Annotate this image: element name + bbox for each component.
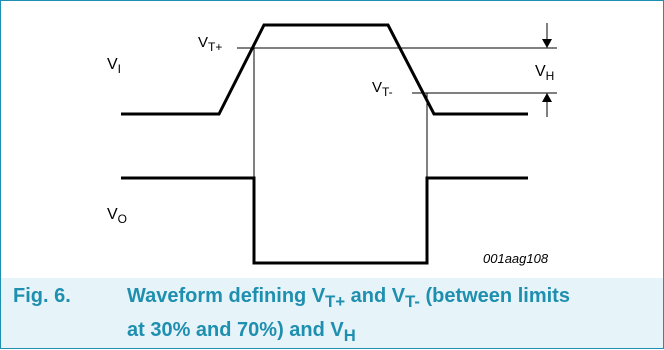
lower-threshold-label: VT- bbox=[372, 79, 393, 99]
figure-caption: Fig. 6.Waveform defining VT+ and VT- (be… bbox=[13, 282, 570, 350]
figure-number: Fig. 6. bbox=[13, 285, 71, 307]
output-signal-label: VO bbox=[107, 206, 127, 226]
caption-bar: Fig. 6.Waveform defining VT+ and VT- (be… bbox=[1, 278, 663, 348]
input-waveform bbox=[121, 23, 528, 116]
upper-threshold-label: VT+ bbox=[198, 34, 222, 54]
hysteresis-label: VH bbox=[535, 63, 554, 83]
input-signal-label: VI bbox=[107, 56, 121, 76]
waveform-diagram: VI VO VT+ VT- VH 001aag108 bbox=[107, 23, 557, 266]
caption-line-2: at 30% and 70%) and VH bbox=[127, 319, 356, 345]
hysteresis-arrow-bottom-head bbox=[542, 93, 552, 102]
figure-id-label: 001aag108 bbox=[483, 251, 549, 266]
caption-line-1: Fig. 6.Waveform defining VT+ and VT- (be… bbox=[13, 282, 570, 316]
output-waveform bbox=[121, 176, 528, 265]
hysteresis-arrow-top-head bbox=[542, 39, 552, 48]
